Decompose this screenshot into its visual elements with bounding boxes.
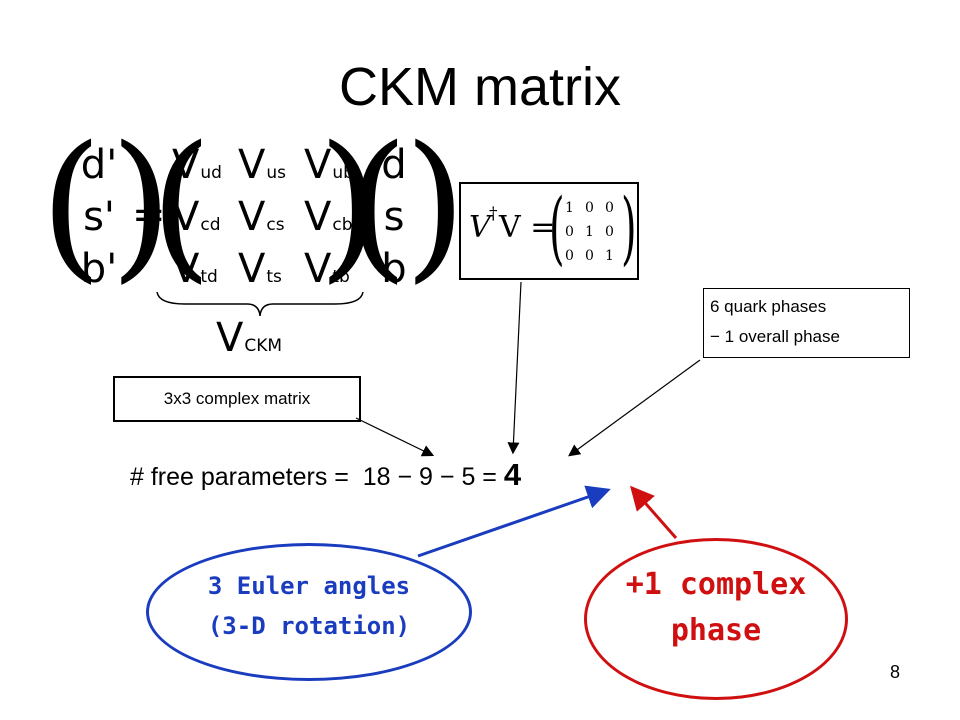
arrow-euler-to-result — [417, 485, 611, 558]
ckm-elements: Vud Vus Vub Vcd Vcs Vcb Vtd Vts Vtb — [172, 145, 370, 301]
ckm-element: Vcd — [172, 194, 221, 240]
slide-title: CKM matrix — [339, 57, 621, 117]
page-number: 8 — [890, 662, 901, 682]
complex-matrix-callout: 3x3 complex matrix — [113, 376, 361, 422]
ckm-element: Vtb — [304, 246, 350, 292]
lhs-d: d' — [80, 142, 118, 188]
dagger-symbol: † — [489, 204, 498, 224]
lhs-b: b' — [80, 246, 118, 292]
identity-right-paren: ) — [621, 181, 637, 274]
euler-angles-oval: 3 Euler angles (3-D rotation) — [146, 543, 472, 681]
underbrace — [156, 291, 364, 317]
arrow-to-18 — [355, 417, 435, 457]
free-parameters-line: # free parameters = 18 − 9 − 5 = 4 — [130, 455, 521, 497]
right-paren: ) — [318, 111, 381, 298]
lhs-s: s' — [83, 194, 115, 240]
euler-line2: (3-D rotation) — [207, 612, 411, 640]
vckm-label: VCKM — [216, 315, 283, 361]
rhs-b: b — [381, 246, 407, 292]
phase-line1: +1 complex — [625, 567, 807, 602]
arrow-to-5 — [568, 359, 701, 457]
unitarity-v: V — [469, 210, 491, 245]
free-parameters-result: 4 — [503, 457, 522, 492]
left-paren: ( — [150, 111, 213, 298]
complex-phase-oval: +1 complex phase — [584, 538, 848, 700]
ckm-element: Vtd — [172, 246, 218, 292]
right-paren: ) — [110, 111, 173, 298]
right-paren: ) — [404, 111, 467, 298]
ckm-element: Vub — [304, 142, 354, 188]
unitarity-v2: V = — [499, 210, 556, 245]
phases-line1: 6 quark phases — [710, 297, 827, 316]
ckm-element: Vus — [238, 142, 287, 188]
ckm-row: Vtd Vts Vtb — [172, 249, 370, 301]
arrow-phase-to-result — [630, 485, 678, 539]
rhs-vector: d s b — [374, 145, 414, 301]
rhs-d: d — [381, 142, 407, 188]
ckm-element: Vts — [238, 246, 282, 292]
phases-callout: 6 quark phases − 1 overall phase — [703, 288, 910, 358]
left-paren: ( — [346, 111, 409, 298]
ckm-element: Vcb — [304, 194, 353, 240]
ckm-element: Vcs — [238, 194, 285, 240]
phases-line2: − 1 overall phase — [710, 327, 840, 346]
rhs-s: s — [383, 194, 405, 240]
equals-sign: = — [132, 192, 166, 238]
euler-line1: 3 Euler angles — [207, 572, 411, 600]
phase-line2: phase — [670, 613, 762, 648]
ckm-row: Vud Vus Vub — [172, 145, 370, 197]
identity-left-paren: ( — [549, 181, 565, 274]
lhs-vector: d' s' b' — [74, 145, 124, 301]
ckm-element: Vud — [172, 142, 222, 188]
left-paren: ( — [40, 111, 103, 298]
free-parameters-text: # free parameters = 18 − 9 − 5 = — [130, 463, 504, 491]
ckm-row: Vcd Vcs Vcb — [172, 197, 370, 249]
arrow-to-9 — [507, 281, 522, 455]
